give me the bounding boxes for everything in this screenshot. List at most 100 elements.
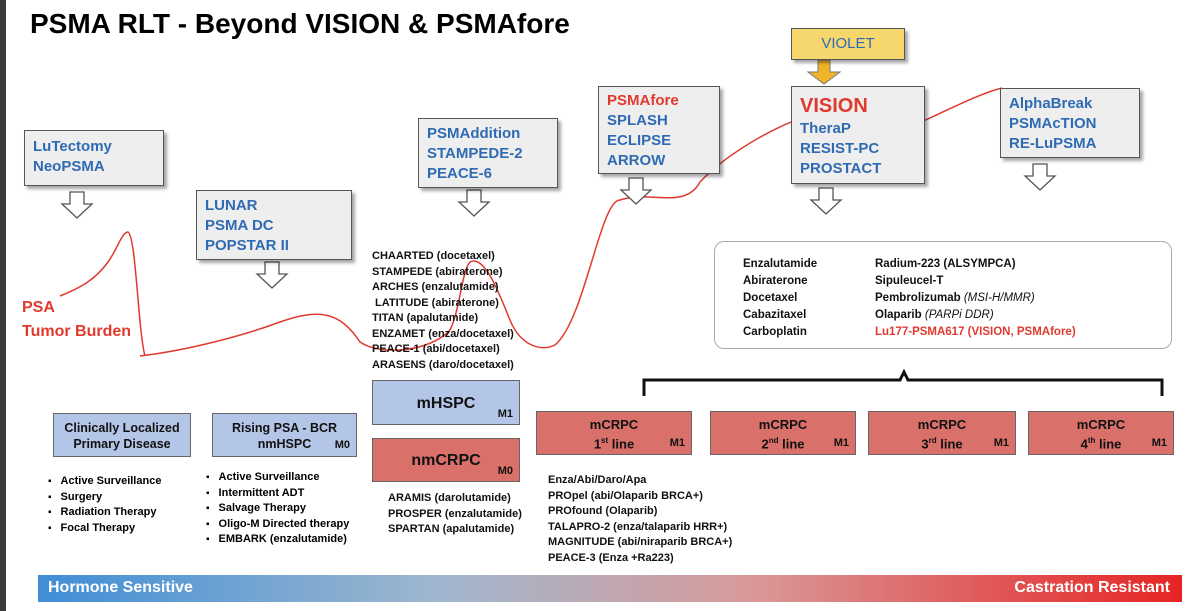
list-item: Enza/Abi/Daro/Apa xyxy=(548,474,647,486)
trial-eclipse: ECLIPSE xyxy=(607,132,672,149)
metastasis-tag: M1 xyxy=(669,437,685,449)
psa-tumor-burden-label: PSA Tumor Burden xyxy=(22,296,131,344)
list-item: EMBARK (enzalutamide) xyxy=(206,532,349,548)
line-word: line xyxy=(1095,436,1122,452)
mcrpc-bracket xyxy=(642,368,1164,396)
line-word: line xyxy=(778,436,805,452)
psa-label-line2: Tumor Burden xyxy=(22,323,132,340)
arrow-violet xyxy=(806,59,842,85)
trial-splash: SPLASH xyxy=(607,112,668,129)
trial-box-psmafore: PSMAfore SPLASH ECLIPSE ARROW xyxy=(598,86,720,174)
treatment-note: (PARPi DDR) xyxy=(924,309,994,321)
stage-nmcrpc: nmCRPC M0 xyxy=(372,438,520,482)
trial-psmaddition: PSMAddition xyxy=(427,125,521,142)
list-item: MAGNITUDE (abi/niraparib BRCA+) xyxy=(548,536,733,548)
trial-re-lupsma: RE-LuPSMA xyxy=(1009,135,1097,152)
stage-mcrpc-3rd: mCRPC 3rd line M1 xyxy=(868,411,1016,455)
list-item: PEACE-1 (abi/docetaxel) xyxy=(372,343,500,355)
trial-alphabreak: AlphaBreak xyxy=(1009,95,1093,112)
stage-label: nmHSPC xyxy=(257,437,312,451)
arrow-lutectomy xyxy=(61,191,93,219)
line-number: 2 xyxy=(761,436,769,452)
list-item: Active Surveillance xyxy=(48,474,162,490)
hormone-sensitive-label: Hormone Sensitive xyxy=(48,579,193,596)
list-item: ARASENS (daro/docetaxel) xyxy=(372,358,514,371)
list-item: PROSPER (enzalutamide) xyxy=(388,507,522,520)
stage-localized: Clinically Localized Primary Disease xyxy=(53,413,191,457)
hspc-trial-list: CHAARTED (docetaxel) STAMPEDE (abiratero… xyxy=(372,249,514,373)
treatment-item: Carboplatin xyxy=(743,326,807,338)
list-item: ARCHES (enzalutamide) xyxy=(372,281,499,293)
treatment-note: (MSI-H/MMR) xyxy=(963,292,1035,304)
metastasis-tag: M0 xyxy=(334,439,350,451)
list-item: PEACE-3 (Enza +Ra223) xyxy=(548,551,674,564)
psa-label-line1: PSA xyxy=(22,299,55,316)
list-item: PROfound (Olaparib) xyxy=(548,505,658,517)
stage-mcrpc-1st: mCRPC 1st line M1 xyxy=(536,411,692,455)
stage-label: Rising PSA - BCR xyxy=(231,421,338,435)
list-item: CHAARTED (docetaxel) xyxy=(372,250,495,262)
stage-label: Primary Disease xyxy=(73,437,171,451)
stage-label: mCRPC xyxy=(589,417,639,432)
treatment-item: Sipuleucel-T xyxy=(875,275,944,287)
arrow-alphabreak xyxy=(1024,163,1056,191)
metastasis-tag: M1 xyxy=(833,437,849,449)
list-item: TITAN (apalutamide) xyxy=(372,312,479,324)
list-item: SPARTAN (apalutamide) xyxy=(388,523,515,535)
metastasis-tag: M0 xyxy=(497,465,513,477)
list-item: PROpel (abi/Olaparib BRCA+) xyxy=(548,489,703,502)
mcrpc-trial-list: Enza/Abi/Daro/Apa PROpel (abi/Olaparib B… xyxy=(548,473,732,566)
trial-arrow: ARROW xyxy=(607,152,666,169)
list-item: Salvage Therapy xyxy=(206,501,349,517)
list-item: TALAPRO-2 (enza/talaparib HRR+) xyxy=(548,520,728,533)
trial-stampede-2: STAMPEDE-2 xyxy=(427,145,523,162)
trial-vision: VISION xyxy=(800,95,868,117)
psa-tumor-curve-left xyxy=(59,231,146,357)
trial-box-lunar: LUNAR PSMA DC POPSTAR II xyxy=(196,190,352,260)
list-item: Oligo-M Directed therapy xyxy=(206,517,350,533)
trial-lutectomy: LuTectomy xyxy=(33,138,112,155)
line-suffix: rd xyxy=(928,436,937,445)
treatment-item: Cabazitaxel xyxy=(743,309,807,321)
trial-popstar: POPSTAR II xyxy=(205,237,289,254)
trial-neopsma: NeoPSMA xyxy=(33,158,105,175)
treatments-right-column: Radium-223 (ALSYMPCA) Sipuleucel-T Pembr… xyxy=(875,256,1076,341)
page-title: PSMA RLT - Beyond VISION & PSMAfore xyxy=(30,8,570,39)
list-item: Active Surveillance xyxy=(206,470,349,486)
treatment-item: Lu177-PSMA617 (VISION, PSMAfore) xyxy=(875,326,1076,338)
line-suffix: st xyxy=(601,436,609,445)
stage-label: mCRPC xyxy=(917,417,967,432)
window-edge xyxy=(0,0,6,611)
treatment-olaparib: Olaparib xyxy=(875,309,922,321)
stage-mhspc: mHSPC M1 xyxy=(372,380,520,425)
list-item: LATITUDE (abiraterone) xyxy=(372,296,499,309)
treatment-item: Pembrolizumab (MSI-H/MMR) xyxy=(875,290,1076,307)
trial-psmafore: PSMAfore xyxy=(607,92,679,109)
arrow-psmaddition xyxy=(458,189,490,217)
treatment-pembrolizumab: Pembrolizumab xyxy=(875,292,961,304)
line-word: line xyxy=(608,436,635,452)
stage-line: 4th line xyxy=(1029,433,1173,452)
treatment-item: Enzalutamide xyxy=(743,258,818,270)
metastasis-tag: M1 xyxy=(993,437,1009,449)
trial-box-alphabreak: AlphaBreak PSMAcTION RE-LuPSMA xyxy=(1000,88,1140,158)
line-number: 1 xyxy=(593,436,602,452)
trial-peace-6: PEACE-6 xyxy=(427,165,493,182)
stage-line: 3rd line xyxy=(869,433,1015,452)
line-number: 3 xyxy=(921,436,929,452)
stage-line: 2nd line xyxy=(711,433,855,452)
trial-box-psmaddition: PSMAddition STAMPEDE-2 PEACE-6 xyxy=(418,118,558,188)
metastasis-tag: M1 xyxy=(1151,437,1167,449)
stage-label: mCRPC xyxy=(758,417,808,432)
trial-therap: TheraP xyxy=(800,120,851,137)
stage-line: 1st line xyxy=(537,433,691,452)
localized-treatment-list: Active Surveillance Surgery Radiation Th… xyxy=(48,474,162,536)
rising-psa-treatment-list: Active Surveillance Intermittent ADT Sal… xyxy=(206,470,350,548)
metastasis-tag: M1 xyxy=(497,408,513,420)
trial-box-vision: VISION TheraP RESIST-PC PROSTACT xyxy=(791,86,925,184)
list-item: Intermittent ADT xyxy=(206,486,349,502)
list-item: ARAMIS (darolutamide) xyxy=(388,492,511,504)
treatment-item: Docetaxel xyxy=(743,292,798,304)
trial-resist-pc: RESIST-PC xyxy=(800,140,880,157)
violet-trial-box: VIOLET xyxy=(791,28,905,60)
